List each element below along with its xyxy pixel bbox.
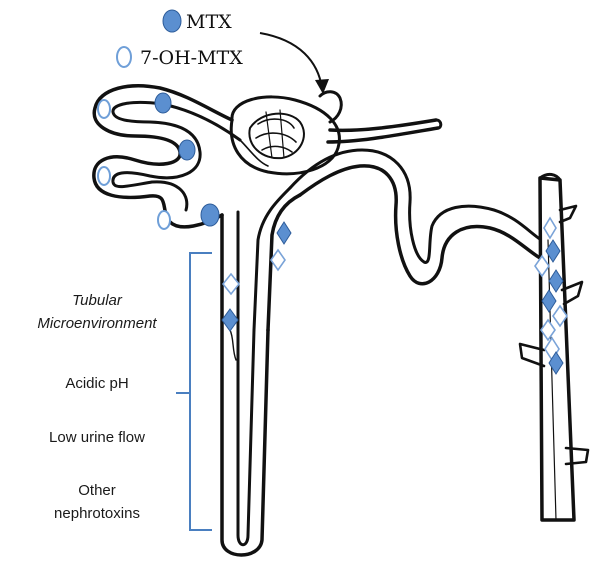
microenvironment-labels: Tubular Microenvironment Acidic pH Low u…	[37, 292, 157, 522]
other-nephrotoxins-line2: nephrotoxins	[54, 505, 140, 522]
loop-of-henle	[222, 150, 548, 555]
crystal-diamond-icon	[277, 222, 291, 244]
acidic-ph-label: Acidic pH	[65, 375, 128, 392]
metabolite-marker-icon	[98, 100, 110, 118]
glomerulus	[231, 92, 441, 174]
mtx-marker-icon	[155, 93, 171, 113]
microenvironment-title-line1: Tubular	[72, 292, 123, 309]
legend: MTX 7-OH-MTX	[117, 10, 329, 94]
nephron-outline	[94, 86, 588, 555]
other-nephrotoxins-line1: Other	[78, 482, 116, 499]
low-urine-flow-label: Low urine flow	[49, 429, 145, 446]
metabolite-marker-icon	[98, 167, 110, 185]
crystal-diamond-icon	[222, 309, 238, 331]
pointer-arrow	[260, 33, 322, 88]
metabolite-marker-icon	[158, 211, 170, 229]
metabolite-legend-marker-icon	[117, 47, 131, 67]
mtx-marker-icon	[201, 204, 219, 226]
crystal-diamond-icon	[271, 250, 285, 270]
mtx-legend-label: MTX	[186, 11, 232, 33]
metabolite-legend-label: 7-OH-MTX	[140, 47, 243, 69]
microenvironment-title-line2: Microenvironment	[37, 315, 157, 332]
drug-markers	[98, 93, 219, 229]
mtx-legend-marker-icon	[163, 10, 181, 32]
microenvironment-bracket	[176, 253, 212, 530]
mtx-marker-icon	[179, 140, 195, 160]
